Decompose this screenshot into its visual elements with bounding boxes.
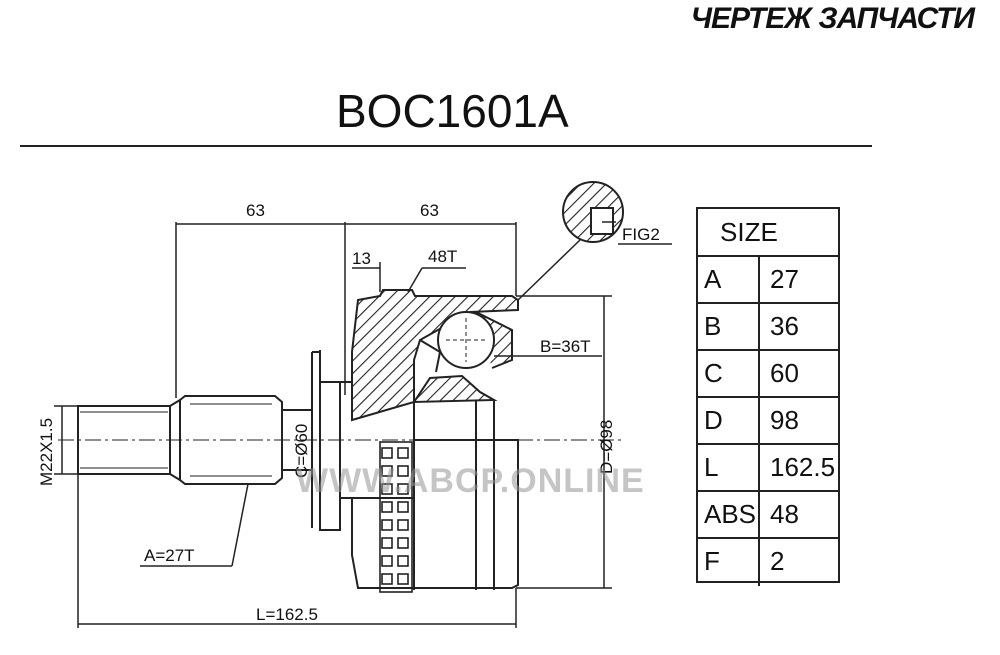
size-value: 48	[770, 499, 799, 529]
size-key: L	[698, 445, 760, 490]
part-number: BOC1601A	[336, 85, 569, 137]
header-title: ЧЕРТЕЖ ЗАПЧАСТИ	[690, 2, 975, 35]
abs-ring	[379, 441, 413, 593]
size-value: 162.5	[770, 452, 836, 482]
size-key: ABS	[698, 492, 760, 537]
threaded-stub	[77, 399, 181, 481]
size-key: D	[698, 398, 760, 443]
splined-shaft	[179, 395, 312, 485]
outer-spline-label: A=27T	[144, 546, 195, 565]
size-value: 98	[770, 405, 799, 435]
size-table-header: SIZE	[698, 209, 838, 257]
size-row-d: D 98	[698, 398, 838, 445]
dim-left-length: 63	[246, 201, 265, 220]
seal-diameter-label: C=Ø60	[292, 424, 311, 478]
size-key: C	[698, 351, 760, 396]
fig2-detail: FIG2	[517, 181, 672, 301]
title-divider	[20, 145, 872, 147]
size-row-b: B 36	[698, 304, 838, 351]
size-value: 2	[770, 546, 785, 576]
dimension-lines	[54, 222, 612, 628]
thread-label: M22X1.5	[37, 418, 56, 486]
watermark: WWW.ABCP.ONLINE	[296, 462, 645, 500]
size-key: A	[698, 257, 760, 302]
size-row-abs: ABS 48	[698, 492, 838, 539]
inner-spline-label: B=36T	[540, 337, 591, 356]
outer-diameter-label: D=Ø98	[597, 420, 616, 474]
size-row-a: A 27	[698, 257, 838, 304]
size-value: 60	[770, 358, 799, 388]
size-value: 36	[770, 311, 799, 341]
dim-abs-teeth: 48T	[428, 247, 457, 266]
fig2-label: FIG2	[622, 225, 660, 244]
dim-right-length: 63	[420, 201, 439, 220]
size-key: B	[698, 304, 760, 349]
total-length-label: L=162.5	[256, 605, 318, 624]
size-row-l: L 162.5	[698, 445, 838, 492]
size-row-c: C 60	[698, 351, 838, 398]
dim-flange: 13	[352, 249, 371, 268]
size-key: F	[698, 539, 760, 586]
size-row-f: F 2	[698, 539, 838, 586]
size-value: 27	[770, 264, 799, 294]
size-table: SIZE A 27 B 36 C 60 D 98 L 162.5 ABS 48 …	[696, 207, 840, 586]
